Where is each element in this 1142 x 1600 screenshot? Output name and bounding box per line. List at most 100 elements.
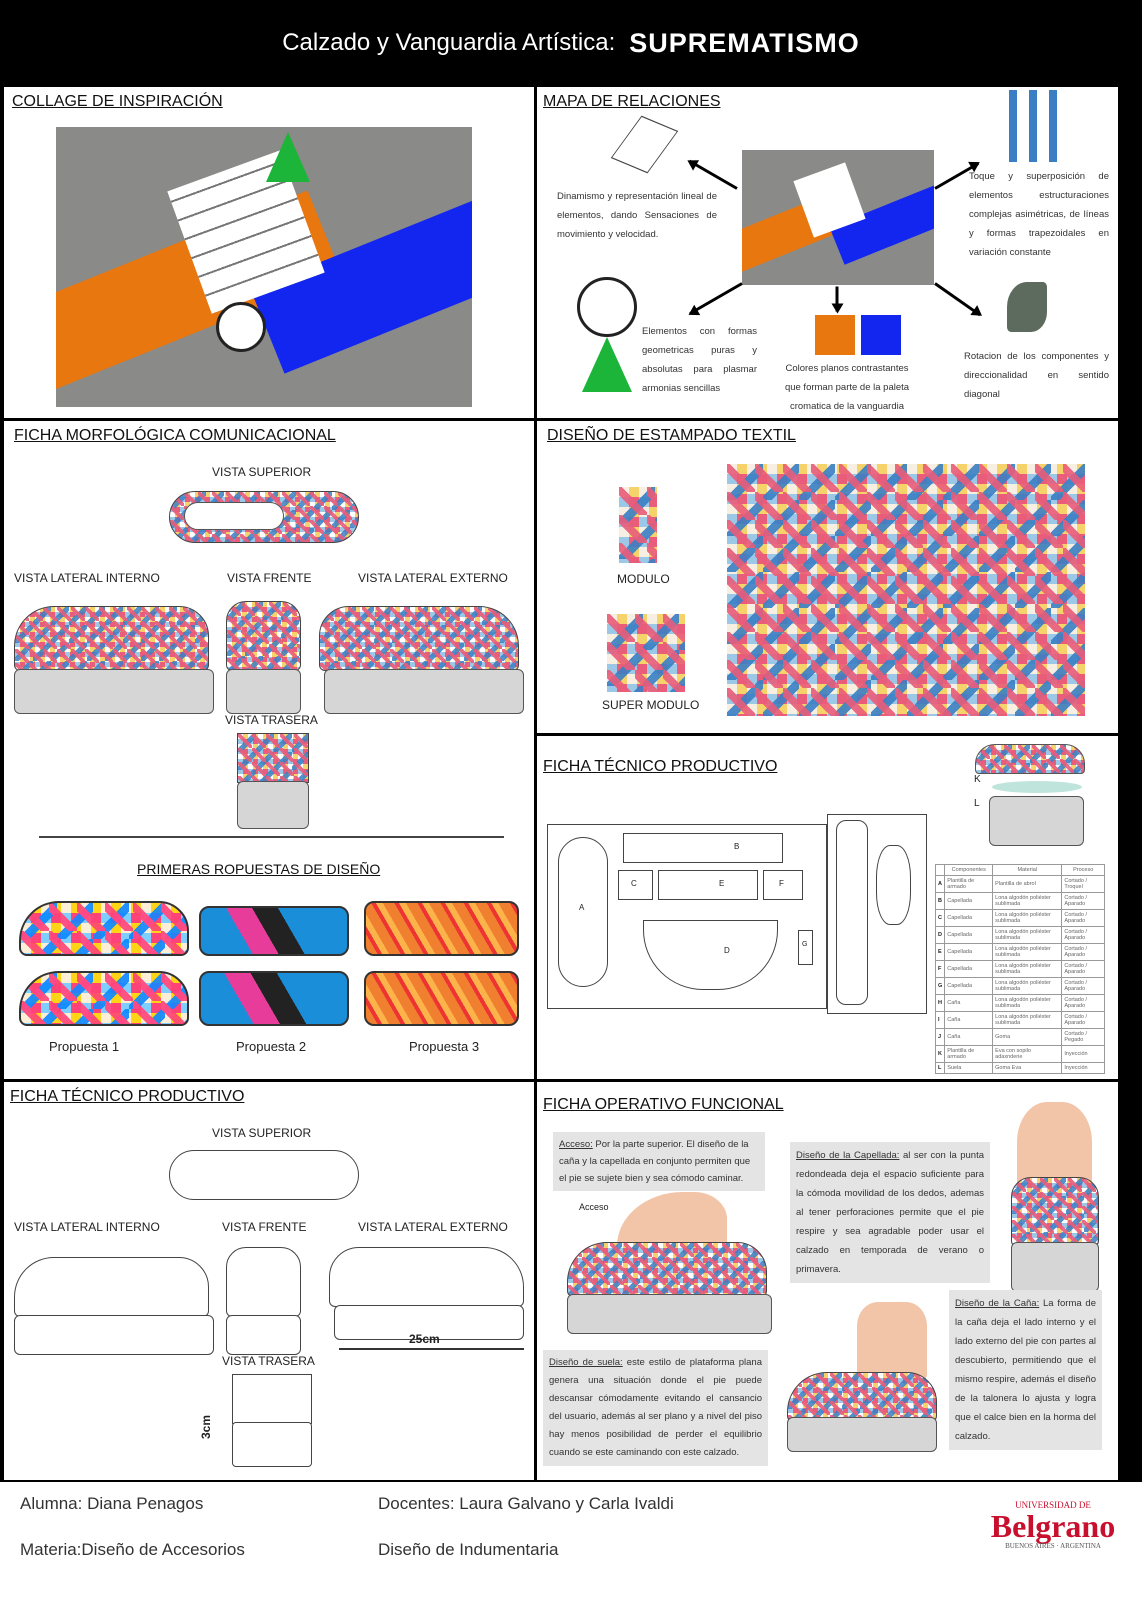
morfo-title: FICHA MORFOLÓGICA COMUNICACIONAL: [14, 427, 336, 444]
morfologica-panel: FICHA MORFOLÓGICA COMUNICACIONAL VISTA S…: [4, 421, 534, 1079]
suela-note: Diseño de suela: este estilo de platafor…: [543, 1350, 768, 1466]
table-cell: Caña: [944, 1028, 994, 1046]
view-label: VISTA SUPERIOR: [212, 1126, 312, 1140]
student-name: Alumna: Diana Penagos: [20, 1494, 204, 1513]
capellada-note: Diseño de la Capellada: al ser con la pu…: [790, 1142, 990, 1283]
view-label: VISTA TRASERA: [225, 713, 318, 727]
sole: [324, 669, 524, 714]
leg-image: [857, 1302, 927, 1382]
university-logo: UNIVERSIDAD DE Belgrano BUENOS AIRES · A…: [990, 1500, 1116, 1550]
tecnico-right-title: FICHA TÉCNICO PRODUCTIVO: [543, 758, 778, 775]
piece-c: C: [618, 870, 653, 900]
proposal-label: Propuesta 3: [409, 1039, 480, 1054]
table-cell: Cortado / Aparado: [1061, 994, 1105, 1012]
shoe-lateral-interno: [14, 606, 209, 671]
estampado-panel: DISEÑO DE ESTAMPADO TEXTIL MODULO SUPER …: [537, 421, 1118, 733]
table-cell: Suela: [944, 1062, 994, 1074]
operativo-title: FICHA OPERATIVO FUNCIONAL: [543, 1096, 784, 1113]
table-cell: B: [934, 892, 946, 910]
col-proceso: Proceso: [1061, 864, 1105, 876]
table-cell: Cortado / Aparado: [1061, 943, 1105, 961]
table-cell: Cortado / Aparado: [1061, 960, 1105, 978]
table-cell: Goma: [992, 1028, 1063, 1046]
outline-frente: [226, 1247, 301, 1317]
outline-lateral-interno: [14, 1257, 209, 1317]
letter-l: L: [974, 798, 980, 809]
sole: [1011, 1242, 1099, 1292]
note-dinamismo: Dinamismo y representación lineal de ele…: [557, 191, 717, 240]
cana-note: Diseño de la Caña: La forma de la caña d…: [949, 1290, 1102, 1450]
estampado-title: DISEÑO DE ESTAMPADO TEXTIL: [547, 427, 796, 444]
table-cell: D: [934, 926, 946, 944]
modulo-image: [619, 487, 657, 563]
table-cell: Caña: [944, 994, 994, 1012]
sole: [989, 796, 1084, 846]
proposal-3-shoe: [364, 901, 519, 956]
table-cell: A: [934, 875, 946, 893]
shoe-front: [1011, 1177, 1099, 1247]
shoe-frente: [226, 601, 301, 671]
table-cell: Cortado / Aparado: [1061, 892, 1105, 910]
piece-e: E: [658, 870, 758, 900]
outline-sole: [226, 1315, 301, 1355]
proposal-2-shoe: [199, 971, 349, 1026]
sole: [787, 1417, 937, 1452]
textile-pattern: [727, 464, 1085, 716]
mapa-center-image: [742, 150, 934, 285]
hand-image: [1007, 282, 1047, 332]
table-cell: F: [934, 960, 946, 978]
acceso-note: Acceso: Por la parte superior. El diseño…: [553, 1132, 765, 1191]
shoe-operativo-2: [787, 1372, 937, 1422]
sole: [237, 781, 309, 829]
sole: [567, 1294, 772, 1334]
shoe-top-view: [169, 491, 359, 543]
outline-sole: [334, 1305, 524, 1340]
table-cell: H: [934, 994, 946, 1012]
piece-d: D: [643, 920, 778, 990]
note-formas: Elementos con formas geometricas puras y…: [642, 326, 757, 394]
table-cell: Cortado / Aparado: [1061, 926, 1105, 944]
table-cell: Cortado / Troquel: [1061, 875, 1105, 893]
table-cell: Eva con sopilo adaxnderie: [992, 1045, 1063, 1063]
table-cell: Cortado / Aparado: [1061, 909, 1105, 927]
table-cell: G: [934, 977, 946, 995]
title: Calzado y Vanguardia Artística:: [282, 29, 616, 56]
proposal-3-shoe: [364, 971, 519, 1026]
table-cell: Lona algodón poliéster sublimada: [992, 960, 1063, 978]
table-cell: Lona algodón poliéster sublimada: [992, 943, 1063, 961]
table-cell: J: [934, 1028, 946, 1046]
piece-f: F: [763, 870, 803, 900]
career: Diseño de Indumentaria: [378, 1540, 559, 1559]
ruler-triangle-image: [582, 337, 632, 392]
view-label: VISTA LATERAL INTERNO: [14, 1220, 160, 1234]
table-cell: Capellada: [944, 977, 994, 995]
table-cell: Inyección: [1061, 1045, 1105, 1063]
super-modulo-label: SUPER MODULO: [602, 698, 700, 712]
table-cell: Caña: [944, 1011, 994, 1029]
table-cell: L: [934, 1062, 946, 1074]
header: Calzado y Vanguardia Artística: SUPREMAT…: [0, 0, 1142, 86]
subject: Materia:Diseño de Accesorios: [20, 1540, 245, 1559]
tecnico-left-title: FICHA TÉCNICO PRODUCTIVO: [10, 1088, 245, 1105]
table-cell: Capellada: [944, 892, 994, 910]
col-material: Material: [992, 864, 1063, 876]
table-header-row: Componentes Material Proceso: [934, 864, 1105, 876]
view-label: VISTA LATERAL INTERNO: [14, 571, 160, 585]
col-componentes: Componentes: [944, 864, 994, 876]
proposal-label: Propuesta 1: [49, 1039, 120, 1054]
table-cell: Lona algodón poliéster sublimada: [992, 994, 1063, 1012]
measure-line: [339, 1348, 524, 1350]
note-rotacion: Rotacion de los componentes y direcciona…: [964, 351, 1109, 400]
piece-g: G: [798, 930, 813, 965]
view-label: VISTA FRENTE: [227, 571, 312, 585]
shoe-lateral-externo: [319, 606, 519, 671]
view-label: VISTA FRENTE: [222, 1220, 307, 1234]
